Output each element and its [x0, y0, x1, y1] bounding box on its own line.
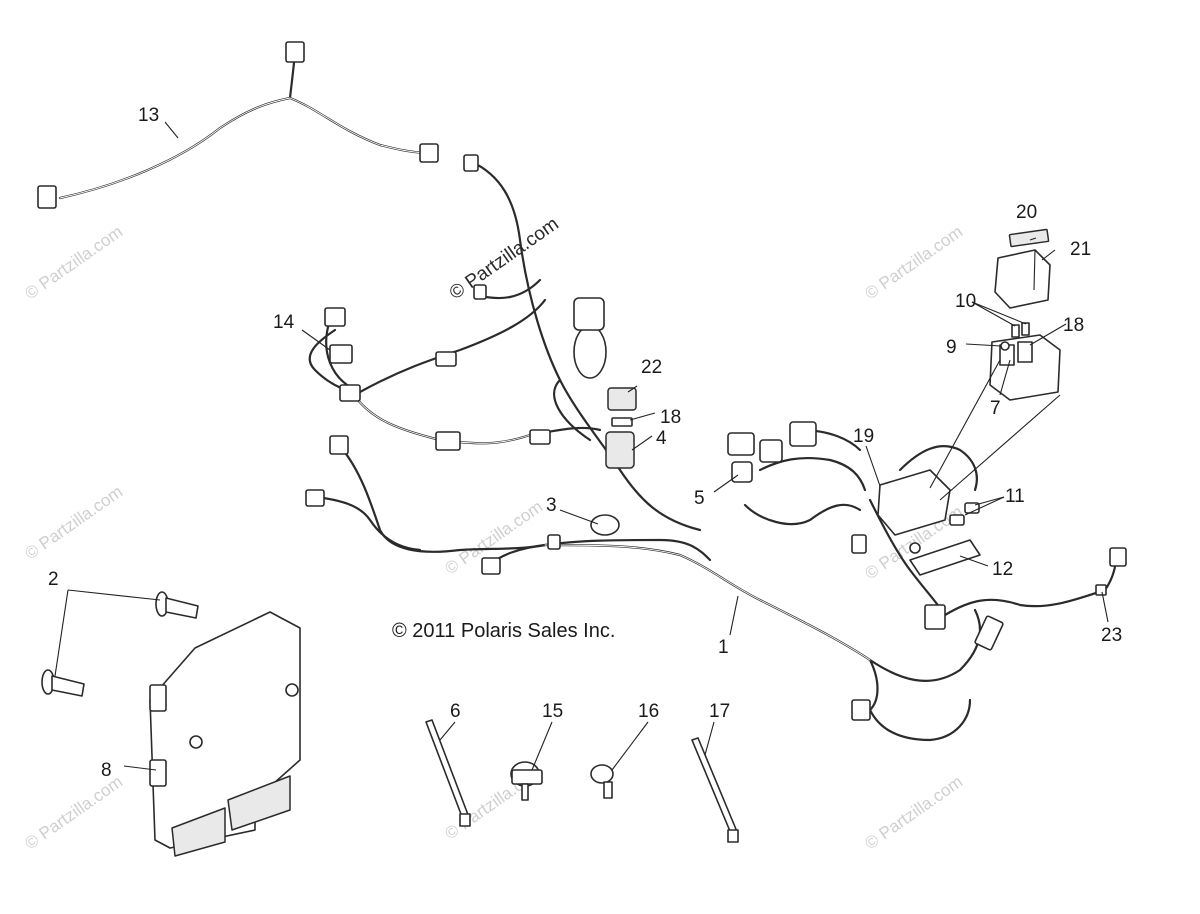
- callout-21: 21: [1070, 239, 1091, 260]
- callout-9: 9: [946, 337, 957, 358]
- connector-icon: [851, 699, 871, 721]
- cable-tie-6-head-icon: [459, 813, 471, 827]
- cable-tie-17-head-icon: [727, 829, 739, 843]
- grommet-3-icon: [590, 514, 620, 536]
- ecu-hole-icon: [189, 735, 203, 749]
- fastener-11-icon: [949, 514, 965, 526]
- connector-icon: [573, 297, 605, 331]
- callout-22: 22: [641, 357, 662, 378]
- callout-7: 7: [990, 398, 1001, 419]
- ecu-connector-icon: [171, 807, 226, 857]
- callout-23: 23: [1101, 625, 1122, 646]
- connector-icon: [789, 421, 817, 447]
- fastener-2-shank-icon: [165, 597, 199, 619]
- connector-icon: [305, 489, 325, 507]
- watermark-text: © Partzilla.com: [21, 222, 126, 303]
- ecu-connector-icon: [227, 775, 291, 831]
- connector-icon: [329, 435, 349, 455]
- connector-icon: [435, 351, 457, 367]
- callout-12: 12: [992, 559, 1013, 580]
- fuse-box-assembly: [877, 228, 1061, 576]
- connector-icon: [731, 461, 753, 483]
- clip-16-pin-icon: [603, 781, 613, 799]
- module-19-icon: [877, 469, 951, 536]
- connector-icon: [1109, 547, 1127, 567]
- callout-19: 19: [853, 426, 874, 447]
- connector-icon: [547, 534, 561, 550]
- callout-4: 4: [656, 428, 667, 449]
- callout-17: 17: [709, 701, 730, 722]
- harness-13: [37, 41, 439, 209]
- relay-icon: [1017, 341, 1033, 363]
- callout-14: 14: [273, 312, 295, 333]
- leader-lines: [54, 121, 1109, 771]
- connector-icon: [463, 154, 479, 172]
- harness-connectors: [305, 154, 1127, 721]
- fuse-box-cover-21-icon: [994, 249, 1051, 309]
- callout-16: 16: [638, 701, 659, 722]
- connector-icon: [285, 41, 305, 63]
- callout-18-lower: 18: [1063, 315, 1084, 336]
- terminal-18-icon: [611, 417, 633, 427]
- callout-2: 2: [48, 569, 59, 590]
- connector-icon: [759, 439, 783, 463]
- callout-13: 13: [138, 105, 159, 126]
- cable-tie-17-icon: [691, 737, 739, 837]
- connector-icon: [1095, 584, 1107, 596]
- main-harness-1: [308, 160, 1118, 742]
- fuse-9-icon: [1000, 341, 1010, 351]
- callout-8: 8: [101, 760, 112, 781]
- small-hardware: [425, 719, 739, 843]
- clip-16-icon: [590, 764, 614, 784]
- connector-icon: [419, 143, 439, 163]
- callout-15: 15: [542, 701, 563, 722]
- callout-5: 5: [694, 488, 705, 509]
- callout-10: 10: [955, 291, 976, 312]
- small-connector-parts: [590, 387, 637, 536]
- connector-icon: [339, 384, 361, 402]
- watermark-text: © Partzilla.com: [21, 482, 126, 563]
- callout-11: 11: [1005, 486, 1025, 507]
- connector-icon: [974, 615, 1004, 651]
- clip-15-pin-icon: [521, 783, 529, 801]
- connector-icon: [481, 557, 501, 575]
- connector-icon: [329, 344, 353, 364]
- callout-3: 3: [546, 495, 557, 516]
- socket-icon: [573, 325, 607, 379]
- connector-icon: [37, 185, 57, 209]
- ecu-hole-icon: [285, 683, 299, 697]
- label-20-icon: [1008, 228, 1050, 248]
- connector-22-icon: [607, 387, 637, 411]
- connector-icon: [324, 307, 346, 327]
- callout-numbers: 13 14 22 18 4 3 5 1 2 8 6 15 16 17 19 11…: [48, 105, 1122, 781]
- connector-icon: [851, 534, 867, 554]
- fastener-2-shank-icon: [51, 675, 85, 697]
- connector-4-icon: [605, 431, 635, 469]
- watermark-text: © Partzilla.com: [861, 222, 966, 303]
- connector-icon: [435, 431, 461, 451]
- connector-icon: [473, 284, 487, 300]
- watermark-dark-text: © Partzilla.com: [446, 213, 563, 304]
- cable-tie-6-icon: [425, 719, 471, 823]
- nut-icon: [909, 542, 921, 554]
- ecu-tab-icon: [149, 684, 167, 712]
- clip-15-body-icon: [511, 769, 543, 785]
- callout-6: 6: [450, 701, 461, 722]
- bracket-12-icon: [909, 539, 981, 576]
- ecu-8: [41, 591, 301, 857]
- watermark-text: © Partzilla.com: [21, 772, 126, 853]
- copyright-text: © 2011 Polaris Sales Inc.: [392, 620, 615, 642]
- connector-icon: [924, 604, 946, 630]
- fuse-10-icon: [1021, 322, 1030, 336]
- fuse-10-icon: [1011, 324, 1020, 338]
- callout-20: 20: [1016, 202, 1037, 223]
- watermark-text: © Partzilla.com: [861, 772, 966, 853]
- callout-18-upper: 18: [660, 407, 681, 428]
- connector-icon: [727, 432, 755, 456]
- connector-icon: [529, 429, 551, 445]
- ecu-tab-icon: [149, 759, 167, 787]
- callout-1: 1: [718, 637, 729, 658]
